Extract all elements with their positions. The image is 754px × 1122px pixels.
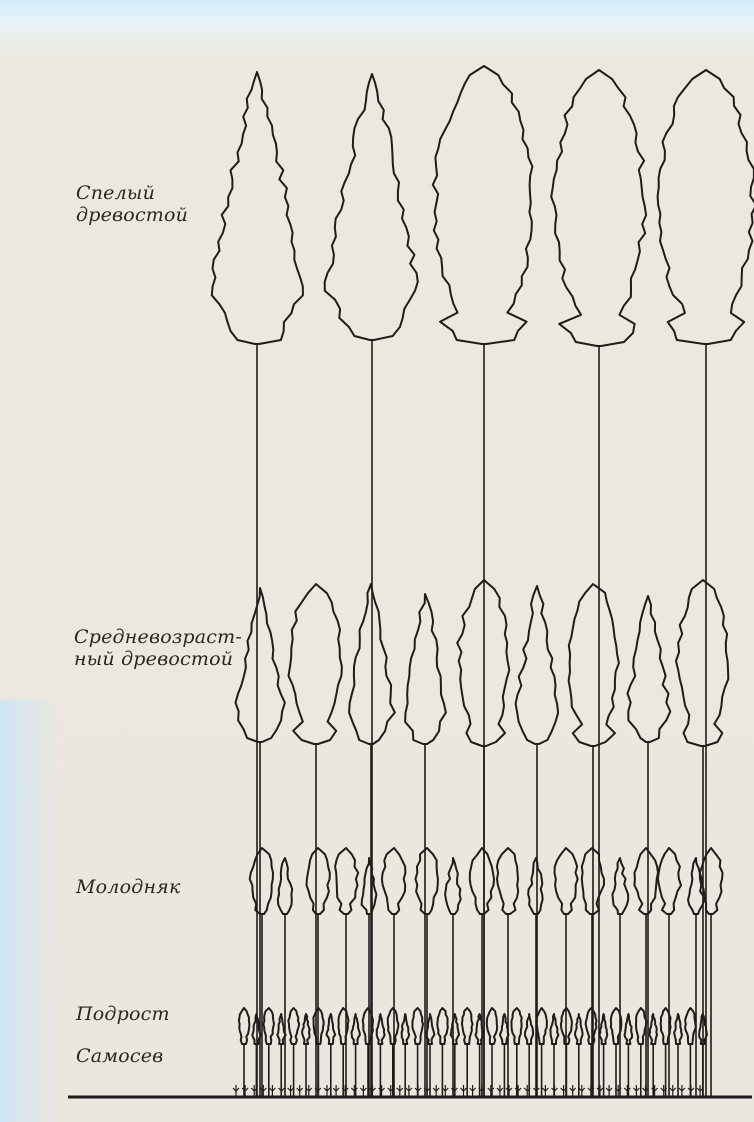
seedling-sprout — [324, 1085, 330, 1097]
undergrowth-tree-crown — [263, 1008, 274, 1044]
undergrowth-tree-crown — [537, 1008, 547, 1044]
seedling-sprout — [670, 1085, 676, 1097]
middle-aged-tree-crown — [569, 584, 619, 746]
seedling-sprout — [552, 1085, 558, 1097]
undergrowth-tree-crown — [302, 1014, 310, 1044]
young-tree-crown — [416, 848, 438, 914]
young-tree-crown — [497, 848, 518, 914]
undergrowth-tree-crown — [462, 1008, 473, 1044]
undergrowth-tree-crown — [239, 1008, 250, 1044]
undergrowth-tree-crown — [625, 1014, 633, 1044]
undergrowth-tree-crown — [512, 1008, 522, 1044]
mature-tree-crown — [325, 74, 418, 340]
undergrowth-tree-crown — [352, 1014, 360, 1044]
young-tree-crown — [612, 858, 628, 914]
seedling-sprout — [597, 1085, 603, 1097]
middle-aged-tree-crown — [516, 586, 559, 744]
middle-aged-tree-crown — [236, 588, 285, 742]
seedling-sprout — [633, 1085, 639, 1097]
seedling-sprout — [360, 1085, 366, 1097]
middle-aged-tree-crown — [405, 594, 446, 744]
seedling-sprout — [288, 1085, 294, 1097]
middle-aged-tree-crown — [289, 584, 342, 744]
mature-tree-crown — [658, 70, 754, 344]
young-tree-crown — [335, 848, 358, 914]
seedling-sprout — [269, 1085, 275, 1097]
seedling-sprout — [260, 1085, 266, 1097]
label-seedlings: Самосев — [76, 1045, 163, 1067]
young-tree-crown — [307, 848, 330, 914]
seedling-sprout — [579, 1085, 585, 1097]
undergrowth-tree-crown — [338, 1008, 348, 1044]
young-tree-crown — [658, 848, 681, 914]
middle-aged-tree-crown — [676, 580, 728, 746]
seedling-sprout — [379, 1085, 385, 1097]
undergrowth-tree-crown — [575, 1014, 583, 1044]
undergrowth-tree-crown — [327, 1014, 336, 1044]
label-mature-line1: Спелый — [76, 182, 188, 204]
undergrowth-tree-crown — [649, 1014, 657, 1044]
seedling-sprout — [506, 1085, 512, 1097]
mature-tree-crown — [433, 66, 533, 344]
undergrowth-tree-crown — [402, 1014, 410, 1044]
seedling-sprout — [570, 1085, 576, 1097]
seedling-sprout — [624, 1085, 630, 1097]
seedling-sprout — [542, 1085, 548, 1097]
mature-tree-crown — [551, 70, 646, 346]
seedling-sprout — [497, 1085, 503, 1097]
young-tree-crown — [634, 848, 658, 914]
seedling-sprout — [606, 1085, 612, 1097]
seedling-sprout — [415, 1085, 421, 1097]
undergrowth-tree-crown — [412, 1008, 423, 1044]
undergrowth-tree-crown — [599, 1014, 607, 1044]
undergrowth-tree-crown — [288, 1008, 299, 1044]
undergrowth-tree-crown — [437, 1008, 448, 1044]
label-middle-aged-stand: Средневозраст- ный древостой — [74, 626, 242, 670]
undergrowth-tree-crown — [636, 1008, 646, 1044]
seedling-sprout — [233, 1085, 239, 1097]
label-mature-stand: Спелый древостой — [76, 182, 188, 226]
label-middle-line1: Средневозраст- — [74, 626, 242, 648]
label-middle-line2: ный древостой — [74, 648, 242, 670]
undergrowth-tree-crown — [377, 1014, 385, 1044]
label-mature-line2: древостой — [76, 204, 188, 226]
seedling-sprout — [406, 1085, 412, 1097]
seedling-sprout — [397, 1085, 403, 1097]
young-tree-crown — [250, 848, 273, 914]
young-tree-crown — [555, 848, 578, 914]
young-tree-crown — [278, 858, 292, 914]
mature-tree-crown — [212, 72, 303, 344]
undergrowth-tree-crown — [388, 1008, 399, 1044]
undergrowth-tree-crown — [451, 1014, 459, 1044]
seedling-sprout — [333, 1085, 339, 1097]
label-undergrowth: Подрост — [76, 1003, 170, 1025]
seedling-sprout — [488, 1085, 494, 1097]
seedling-sprout — [688, 1085, 694, 1097]
young-tree-crown — [445, 858, 461, 914]
young-tree-crown — [382, 848, 406, 914]
label-young-stand: Молодняк — [76, 876, 181, 898]
undergrowth-tree-crown — [525, 1014, 533, 1044]
seedling-sprout — [470, 1085, 476, 1097]
middle-aged-tree-crown — [628, 596, 671, 742]
seedling-sprout — [533, 1085, 539, 1097]
young-tree-crown — [362, 858, 377, 914]
undergrowth-tree-crown — [550, 1014, 558, 1044]
seedling-sprout — [679, 1085, 685, 1097]
young-tree-crown — [528, 858, 542, 914]
seedling-sprout — [242, 1085, 248, 1097]
seedling-sprout — [461, 1085, 467, 1097]
undergrowth-tree-crown — [487, 1008, 498, 1044]
seedling-sprout — [433, 1085, 439, 1097]
undergrowth-tree-crown — [586, 1008, 597, 1044]
undergrowth-tree-crown — [685, 1008, 696, 1044]
seedling-sprout — [279, 1085, 285, 1097]
seedling-sprout — [297, 1085, 303, 1097]
undergrowth-tree-crown — [674, 1014, 682, 1044]
young-tree-crown — [470, 848, 494, 914]
